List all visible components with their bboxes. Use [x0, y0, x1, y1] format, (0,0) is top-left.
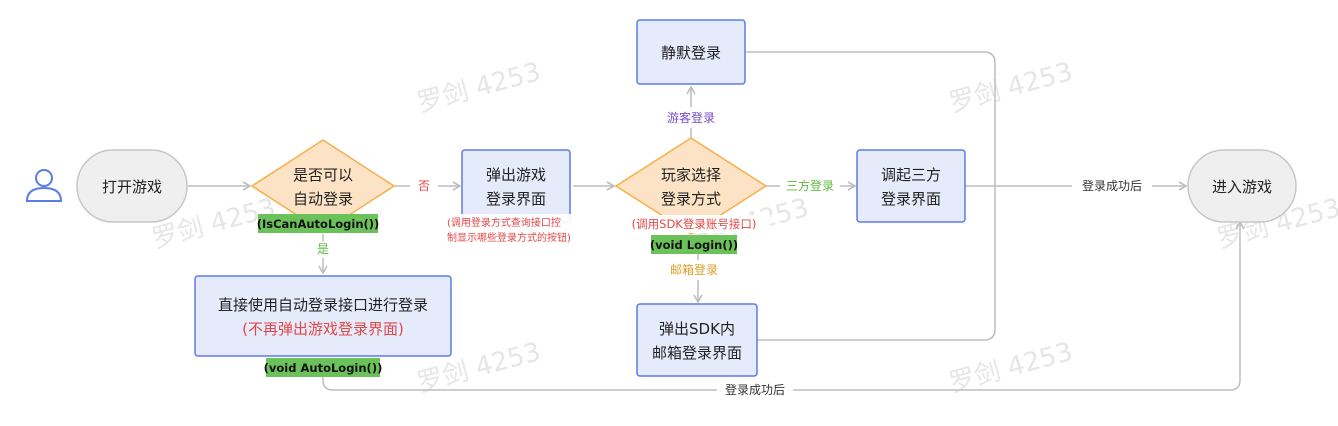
third-party-login-label-1: 调起三方 [881, 166, 941, 184]
auto-login-api-tag: (IsCanAutoLogin()) [257, 214, 380, 233]
edge-label-success-top: 登录成功后 [1082, 178, 1142, 193]
edge-label-guest: 游客登录 [667, 110, 715, 125]
edge-direct-to-enter-b [793, 220, 1245, 391]
enter-game-node: 进入游戏 [1187, 149, 1297, 223]
mail-login-label-2: 邮箱登录界面 [652, 344, 742, 362]
connectors [188, 51, 1245, 391]
popup-login-ui-note-2: 制显示哪些登录方式的按钮) [447, 231, 571, 244]
mail-login-label-1: 弹出SDK内 [659, 320, 735, 338]
edge-label-mail: 邮箱登录 [670, 262, 718, 277]
edge-mail-to-merge [757, 186, 996, 341]
silent-login-label: 静默登录 [661, 44, 721, 62]
user-icon [25, 169, 63, 202]
popup-login-ui-label-2: 登录界面 [486, 190, 546, 208]
auto-login-decision: 是否可以 自动登录 [250, 139, 396, 233]
open-game-label: 打开游戏 [102, 178, 162, 196]
popup-login-ui-note-1: (调用登录方式查询接口控 [447, 216, 561, 229]
edge-label-no: 否 [418, 179, 430, 193]
auto-login-label-2: 自动登录 [293, 190, 353, 208]
choose-login-api-tag: (void Login()) [650, 235, 738, 254]
direct-auto-login-label-2: (不再弹出游戏登录界面) [242, 320, 404, 338]
third-party-login-node: 调起三方 登录界面 [856, 149, 966, 223]
watermark: 罗剑 4253 [414, 57, 544, 119]
popup-login-ui-label-1: 弹出游戏 [486, 166, 546, 184]
choose-login-decision: 玩家选择 登录方式 [614, 137, 768, 235]
popup-login-ui-node: 弹出游戏 登录界面 [461, 149, 571, 223]
choose-login-api-text: (void Login()) [650, 238, 738, 252]
direct-auto-login-label-1: 直接使用自动登录接口进行登录 [218, 296, 428, 314]
mail-login-node: 弹出SDK内 邮箱登录界面 [636, 303, 758, 377]
auto-login-api-text: (IsCanAutoLogin()) [257, 217, 380, 231]
choose-login-note-text: (调用SDK登录账号接口) [632, 217, 757, 231]
edge-silent-to-merge [746, 51, 996, 186]
third-party-login-label-2: 登录界面 [881, 190, 941, 208]
auto-login-label-1: 是否可以 [293, 166, 353, 184]
edge-label-third: 三方登录 [786, 178, 834, 193]
choose-login-label-2: 登录方式 [661, 190, 721, 208]
direct-auto-login-node: 直接使用自动登录接口进行登录 (不再弹出游戏登录界面) [194, 275, 452, 357]
popup-login-ui-note: (调用登录方式查询接口控 制显示哪些登录方式的按钮) [446, 214, 588, 246]
edge-label-yes: 是 [317, 242, 329, 256]
open-game-node: 打开游戏 [76, 149, 188, 223]
choose-login-note: (调用SDK登录账号接口) [618, 215, 770, 233]
direct-auto-login-api-tag: (void AutoLogin()) [264, 358, 383, 377]
direct-auto-login-api-text: (void AutoLogin()) [264, 361, 383, 375]
edge-direct-to-enter-a [322, 376, 717, 391]
watermark: 罗剑 4253 [946, 57, 1076, 119]
silent-login-node: 静默登录 [636, 19, 746, 85]
edge-label-success-bottom: 登录成功后 [725, 382, 785, 397]
choose-login-label-1: 玩家选择 [661, 166, 721, 184]
enter-game-label: 进入游戏 [1212, 178, 1272, 196]
